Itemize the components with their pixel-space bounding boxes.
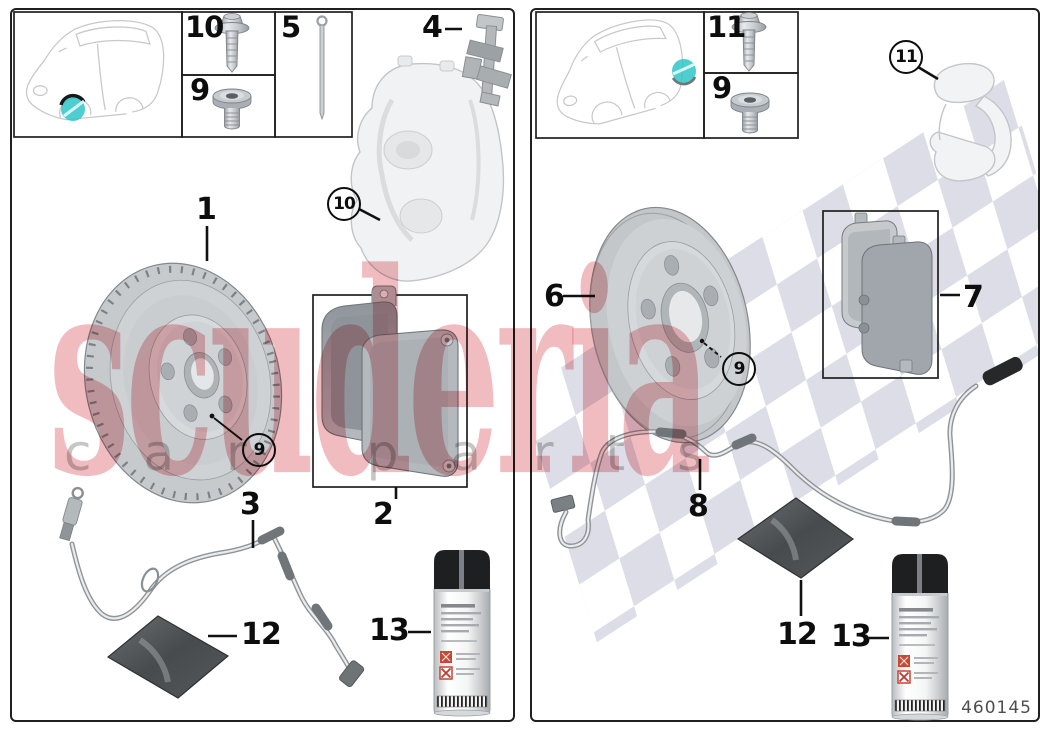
callout-8-label: 8 [688, 489, 709, 524]
callout-11-circled-rear: 11 [889, 40, 923, 74]
callout-12-label-front: 12 [241, 617, 282, 652]
callout-2-label: 2 [373, 497, 394, 532]
callout-1-label: 1 [196, 192, 217, 227]
callout-9-circled-front: 9 [242, 433, 276, 467]
callout-13-label-front: 13 [369, 613, 410, 648]
front-brake-panel [10, 8, 515, 722]
rear-brake-panel [530, 8, 1040, 722]
callout-5-inset-front: 5 [281, 10, 301, 44]
callout-6-label: 6 [544, 279, 565, 314]
diagram-number: 460145 [961, 698, 1032, 718]
callout-13-label-rear: 13 [831, 619, 872, 654]
callout-9-circled-rear: 9 [722, 352, 756, 386]
callout-12-label-rear: 12 [777, 617, 818, 652]
callout-7-label: 7 [963, 280, 984, 315]
callout-10-inset-front: 10 [185, 10, 224, 44]
callout-9-inset-rear: 9 [712, 71, 732, 105]
callout-3-label: 3 [240, 487, 261, 522]
callout-4-label: 4 [422, 10, 443, 45]
callout-9-inset-front: 9 [190, 73, 210, 107]
callout-10-circled-front: 10 [327, 187, 361, 221]
callout-11-inset-rear: 11 [707, 10, 746, 44]
